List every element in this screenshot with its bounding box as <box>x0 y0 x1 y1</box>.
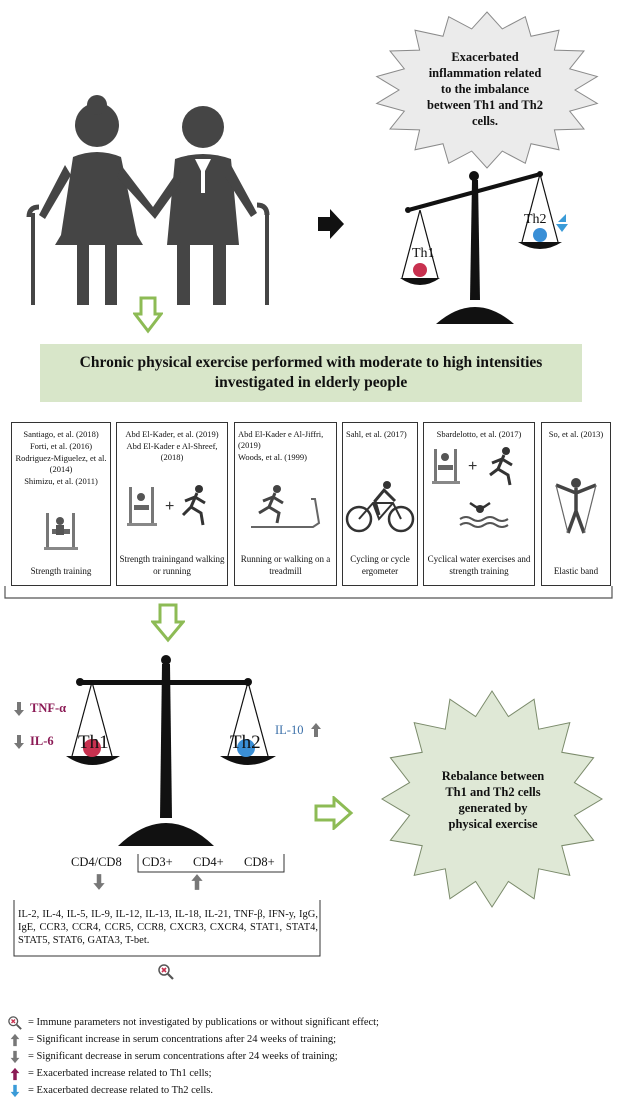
banner-title: Chronic physical exercise performed with… <box>40 344 582 402</box>
green-down-arrow-icon <box>151 603 185 643</box>
cd8-label: CD8+ <box>244 855 275 869</box>
elastic-band-icon <box>555 478 597 534</box>
legend-row: = Immune parameters not investigated by … <box>5 1014 615 1031</box>
blue-down-arrow-icon <box>10 1084 20 1097</box>
card-desc: Running or walking on a treadmill <box>240 554 331 576</box>
legend-text: = Exacerbated decrease related to Th2 ce… <box>28 1084 214 1096</box>
elderly-couple-icon <box>26 95 270 305</box>
card-water-strength: Sbardelotto, et al. (2017) + Cyclical wa… <box>423 422 535 586</box>
card-cycling: Sahl, et al. (2017) Cycling or cycle erg… <box>342 422 418 586</box>
legend-text: = Exacerbated increase related to Th1 ce… <box>28 1067 212 1079</box>
card-ref: Woods, et al. (1999) <box>238 452 307 462</box>
th1-label-top: Th1 <box>412 246 435 261</box>
il6-label: IL-6 <box>30 734 54 748</box>
balance-scale-bottom <box>66 655 276 846</box>
cyclist-icon <box>345 481 415 533</box>
magnifier-x-icon <box>8 1015 22 1030</box>
grey-down-arrow-icon <box>10 1050 20 1063</box>
tnf-alpha-label: TNF-α <box>30 701 67 715</box>
legend-text: = Immune parameters not investigated by … <box>28 1016 379 1028</box>
cd3-label: CD3+ <box>142 855 173 869</box>
svg-text:+: + <box>468 458 477 475</box>
card-ref: Sahl, et al. (2017) <box>346 429 407 439</box>
card-ref: Abd El-Kader, et al. (2019) <box>125 429 219 439</box>
starburst-top-shape <box>375 11 599 169</box>
svg-text:+: + <box>165 498 174 515</box>
card-desc: Strength trainingand walking or running <box>119 554 225 576</box>
card-desc: Cycling or cycle ergometer <box>350 554 410 576</box>
legend-text: = Significant increase in serum concentr… <box>28 1033 336 1045</box>
legend-row: = Exacerbated increase related to Th1 ce… <box>5 1065 615 1082</box>
cd4-label: CD4+ <box>193 855 224 869</box>
grey-down-arrow-icon <box>14 702 24 716</box>
green-down-arrow-icon <box>133 296 163 334</box>
weight-machine-icon <box>44 513 78 550</box>
weights-plus-runner-icon: + <box>127 485 206 526</box>
grey-up-arrow-icon <box>311 723 321 737</box>
card-ref: Shimizu, et al. (2011) <box>24 476 98 486</box>
th2-label-bottom: Th2 <box>230 732 261 753</box>
card-ref: Sbardelotto, et al. (2017) <box>436 429 522 439</box>
card-strength-running: Abd El-Kader, et al. (2019) Abd El-Kader… <box>116 422 228 586</box>
th2-label-top: Th2 <box>524 212 547 227</box>
card-ref: So, et al. (2013) <box>548 429 604 439</box>
red-up-arrow-icon <box>10 1067 20 1080</box>
treadmill-runner-icon <box>251 485 321 528</box>
card-desc: Strength training <box>30 566 92 576</box>
grey-up-arrow-icon <box>10 1033 20 1046</box>
cd-bracket <box>137 854 285 873</box>
card-desc: Cyclical water exercises and strength tr… <box>427 554 531 576</box>
legend: = Immune parameters not investigated by … <box>5 1014 615 1099</box>
card-elastic-band: So, et al. (2013) Elastic band <box>541 422 611 586</box>
card-ref: Santiago, et al. (2018) <box>23 429 99 439</box>
legend-row: = Significant decrease in serum concentr… <box>5 1048 615 1065</box>
card-ref: Forti, et al. (2016) <box>29 441 93 451</box>
black-arrow-icon <box>318 209 344 239</box>
star-top-text: Exacerbated inflammation related to the … <box>427 50 543 128</box>
legend-text: = Significant decrease in serum concentr… <box>28 1050 338 1062</box>
starburst-bottom-shape <box>381 690 603 908</box>
card-desc: Elastic band <box>553 566 599 576</box>
card-ref: Abd El-Kader e Al-Shreef, (2018) <box>126 441 218 462</box>
grey-up-arrow-icon <box>191 874 203 890</box>
th1-label-bottom: Th1 <box>78 732 109 753</box>
green-right-arrow-icon <box>314 796 354 830</box>
grey-down-arrow-icon <box>14 735 24 749</box>
card-ref: Rodriguez-Miguelez, et al. (2014) <box>15 453 107 474</box>
balance-scale-top <box>400 171 568 324</box>
legend-row: = Exacerbated decrease related to Th2 ce… <box>5 1082 615 1099</box>
magnifier-x-icon <box>158 964 174 980</box>
cd4-cd8-label: CD4/CD8 <box>71 855 122 869</box>
card-ref: Abd El-Kader e Al-Jiffri, (2019) <box>238 429 324 450</box>
card-strength-training: Santiago, et al. (2018) Forti, et al. (2… <box>11 422 111 586</box>
cards-bracket <box>4 586 613 599</box>
legend-row: = Significant increase in serum concentr… <box>5 1031 615 1048</box>
immune-parameters-list: IL-2, IL-4, IL-5, IL-9, IL-12, IL-13, IL… <box>18 909 318 946</box>
star-bottom-text: Rebalance between Th1 and Th2 cells gene… <box>441 769 545 831</box>
grey-down-arrow-icon <box>93 874 105 890</box>
il10-label: IL-10 <box>275 723 304 737</box>
params-bracket <box>13 900 321 957</box>
weights-runner-swimmer-icon: + <box>432 447 513 528</box>
card-treadmill: Abd El-Kader e Al-Jiffri, (2019) Woods, … <box>234 422 337 586</box>
